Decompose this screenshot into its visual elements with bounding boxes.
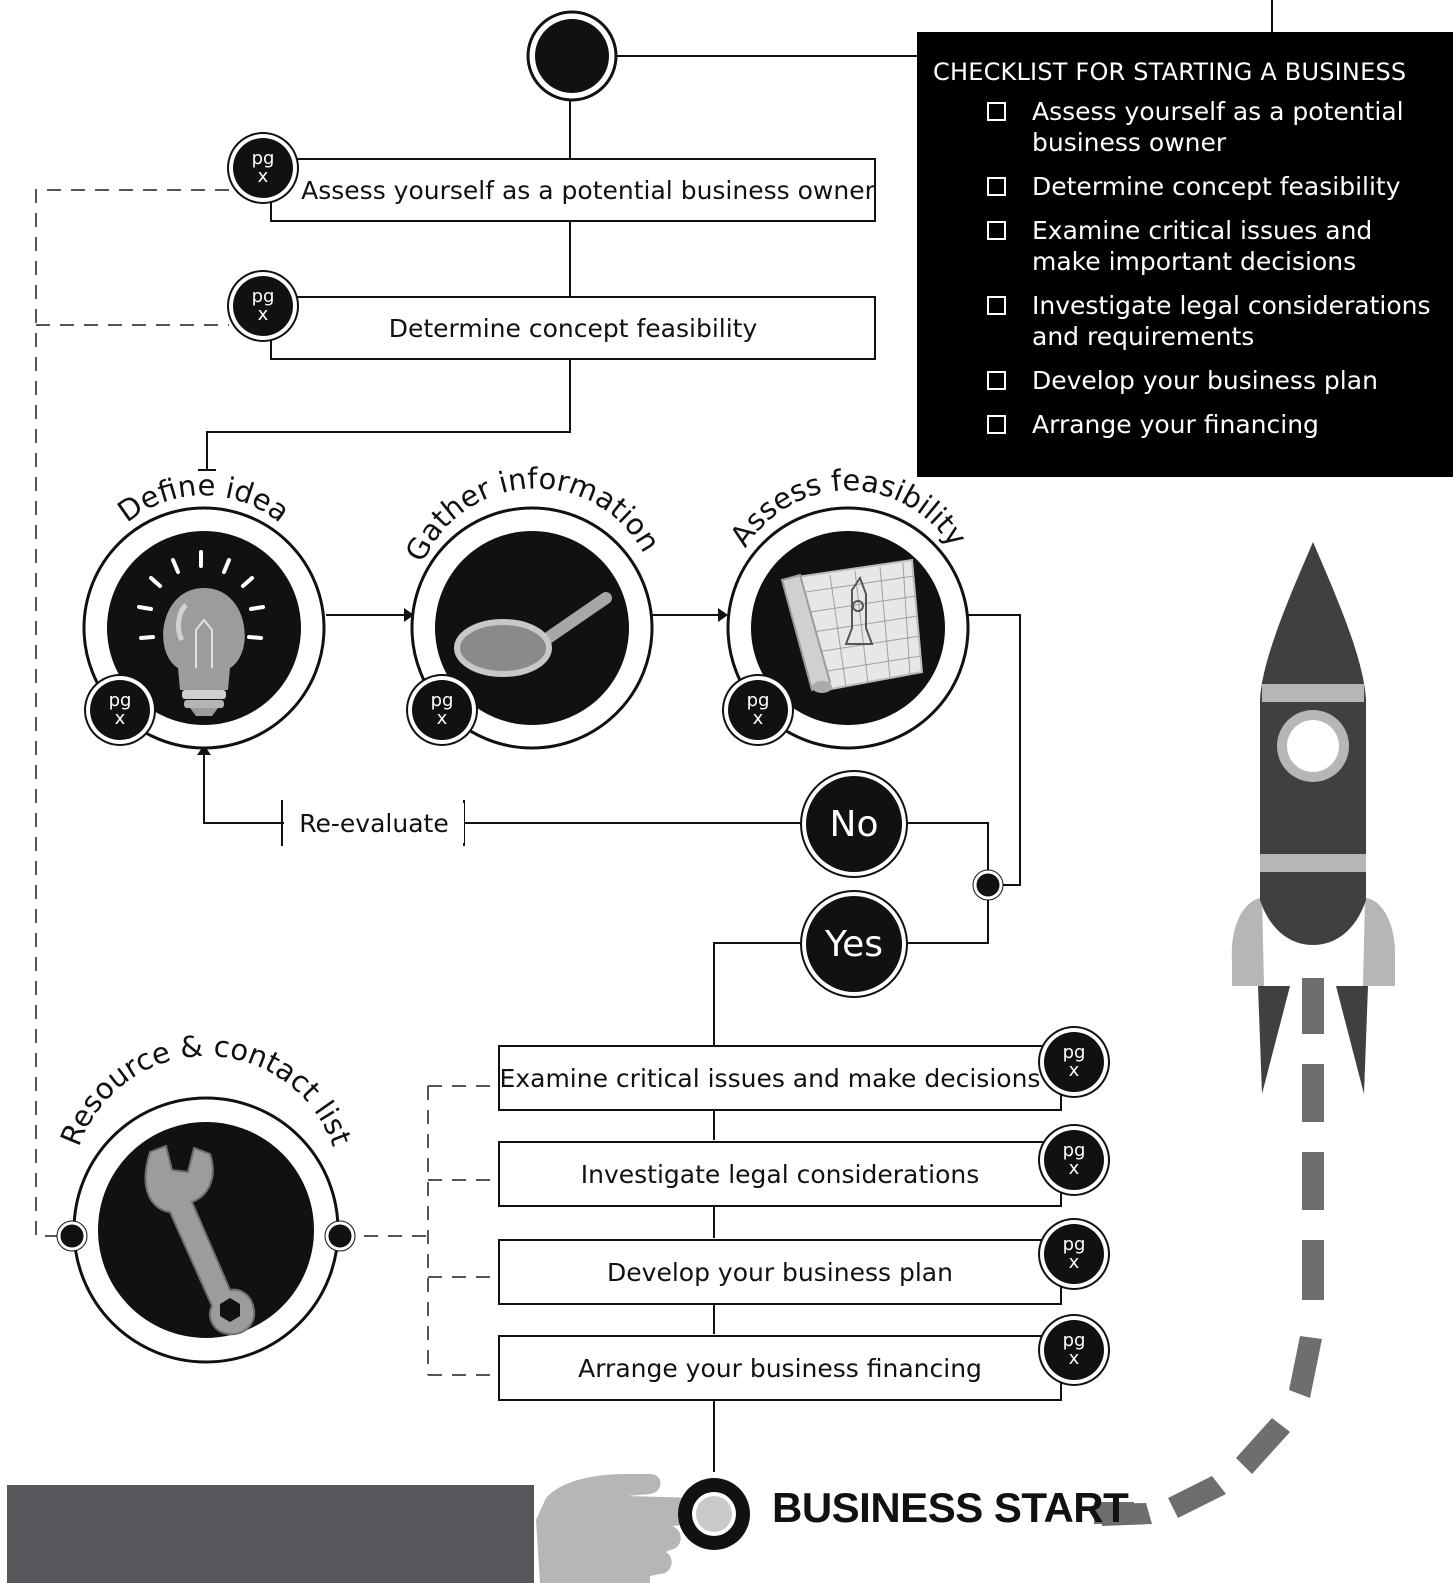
bottom-sleeve — [7, 1485, 534, 1583]
checklist-item[interactable]: Examine critical issues and make importa… — [987, 215, 1453, 277]
decision-yes[interactable]: Yes — [806, 896, 902, 992]
checkbox-icon[interactable] — [987, 102, 1006, 121]
step-label: Determine concept feasibility — [388, 313, 758, 343]
checklist-title: CHECKLIST FOR STARTING A BUSINESS — [933, 58, 1407, 86]
decision-no[interactable]: No — [806, 776, 902, 872]
checklist-item[interactable]: Develop your business plan — [987, 365, 1453, 396]
checklist-item-label: Investigate legal considerations and req… — [1032, 291, 1431, 351]
lightbulb-icon — [137, 550, 265, 716]
checklist-item-label: Determine concept feasibility — [1032, 172, 1401, 201]
connector-lines — [198, 0, 1273, 1472]
business-start-label: BUSINESS START — [772, 1484, 1129, 1531]
step-label: Investigate legal considerations — [580, 1159, 980, 1189]
step-label: Examine critical issues and make decisio… — [499, 1063, 1041, 1093]
step-business-financing[interactable]: Arrange your business financing — [498, 1335, 1062, 1401]
checklist-item[interactable]: Determine concept feasibility — [987, 171, 1453, 202]
checkbox-icon[interactable] — [987, 371, 1006, 390]
resource-dashed-lines — [35, 189, 498, 1376]
checkbox-icon[interactable] — [987, 221, 1006, 240]
checkbox-icon[interactable] — [987, 177, 1006, 196]
step-label: Assess yourself as a potential business … — [301, 175, 875, 205]
checkbox-icon[interactable] — [987, 415, 1006, 434]
checklist-item[interactable]: Assess yourself as a potential business … — [987, 96, 1453, 158]
checklist-item-label: Examine critical issues and make importa… — [1032, 216, 1373, 276]
reevaluate-label: Re-evaluate — [284, 803, 464, 843]
finish-dash — [1094, 1502, 1134, 1524]
pointing-hand-icon — [536, 1474, 712, 1583]
checklist-item-label: Arrange your financing — [1032, 410, 1319, 439]
step-legal-considerations[interactable]: Investigate legal considerations — [498, 1141, 1062, 1207]
checklist-item[interactable]: Investigate legal considerations and req… — [987, 290, 1453, 352]
checkbox-icon[interactable] — [987, 296, 1006, 315]
arrowheads — [197, 608, 728, 755]
checklist-item[interactable]: Arrange your financing — [987, 409, 1453, 440]
finish-circle — [678, 1478, 750, 1550]
checklist-item-label: Develop your business plan — [1032, 366, 1378, 395]
rocket-trail — [1100, 978, 1324, 1526]
checklist-item-label: Assess yourself as a potential business … — [1032, 97, 1404, 157]
step-determine-feasibility[interactable]: Determine concept feasibility — [270, 296, 876, 360]
stage-resource-contact-list — [72, 1096, 340, 1364]
wrench-icon — [144, 1144, 256, 1336]
step-label: Arrange your business financing — [578, 1353, 982, 1383]
magnifier-icon — [454, 592, 612, 677]
checklist-panel: CHECKLIST FOR STARTING A BUSINESS Assess… — [917, 32, 1453, 477]
step-assess-yourself[interactable]: Assess yourself as a potential business … — [270, 158, 876, 222]
step-label: Develop your business plan — [607, 1257, 953, 1287]
junction-dots — [56, 869, 1004, 1252]
step-examine-issues[interactable]: Examine critical issues and make decisio… — [498, 1045, 1062, 1111]
rocket-icon — [1231, 542, 1396, 1094]
step-business-plan[interactable]: Develop your business plan — [498, 1239, 1062, 1305]
blueprint-icon — [780, 558, 924, 693]
